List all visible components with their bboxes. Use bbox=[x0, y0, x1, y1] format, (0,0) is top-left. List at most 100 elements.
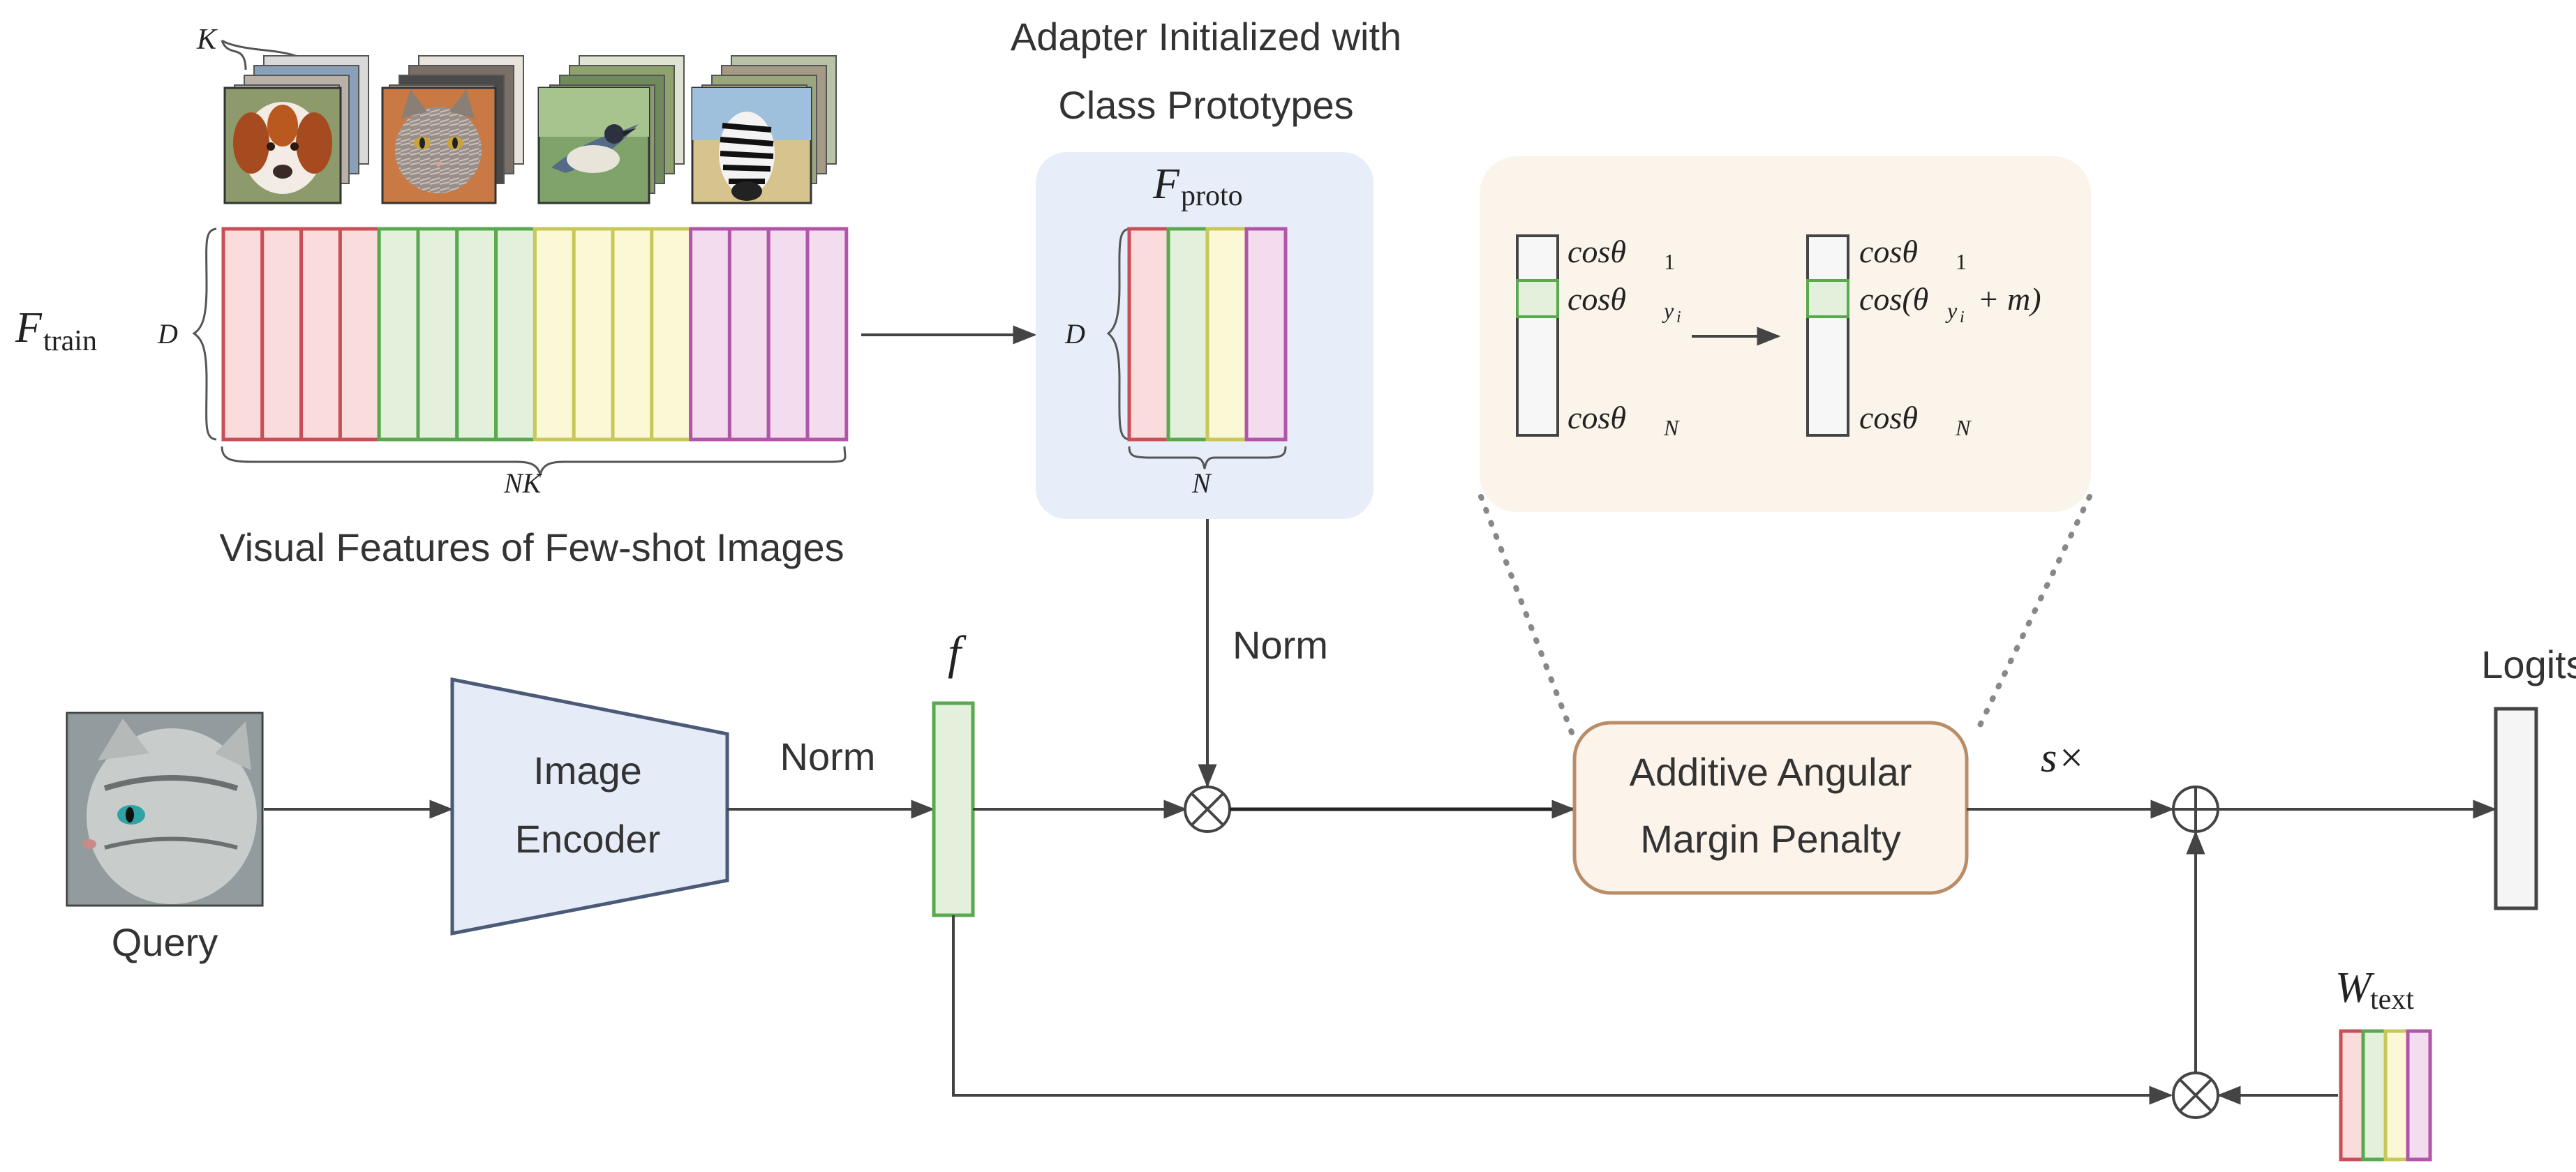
f-train-d-brace bbox=[192, 227, 217, 441]
margin-zoom-panel bbox=[1480, 156, 2091, 512]
f-train-column-class3-col3 bbox=[611, 227, 654, 442]
zoom-line-right bbox=[1974, 494, 2092, 735]
svg-text:train: train bbox=[43, 325, 97, 357]
f-train-column-class2-col1 bbox=[377, 227, 420, 442]
w-text-column-class3-col1 bbox=[2383, 1029, 2410, 1162]
f-train-column-class2-col3 bbox=[455, 227, 498, 442]
f-proto-column-class4-col1 bbox=[1244, 227, 1288, 442]
logits-label: Logits bbox=[2481, 643, 2576, 686]
svg-text:cosθ: cosθ bbox=[1859, 234, 1918, 269]
f-train-column-class3-col1 bbox=[533, 227, 576, 442]
query-image bbox=[66, 712, 264, 907]
norm-label-left: Norm bbox=[780, 735, 876, 779]
f-proto-d-label: D bbox=[1064, 318, 1085, 350]
svg-text:N: N bbox=[1955, 415, 1972, 440]
bird-image-stack bbox=[537, 55, 685, 204]
f-proto-matrix bbox=[1127, 227, 1288, 442]
dog-image-stack bbox=[223, 55, 369, 204]
f-train-feature-matrix bbox=[221, 227, 849, 442]
k-brace bbox=[221, 40, 247, 70]
multiply-operator-top bbox=[1184, 786, 1231, 833]
multiply-operator-bottom bbox=[2172, 1072, 2219, 1119]
f-proto-column-class2-col1 bbox=[1166, 227, 1209, 442]
f-train-column-class1-col1 bbox=[221, 227, 265, 442]
w-text-column-class4-col1 bbox=[2406, 1029, 2432, 1162]
scale-label: s× bbox=[2041, 735, 2085, 781]
f-train-column-class4-col3 bbox=[766, 227, 810, 442]
svg-text:+ m): + m) bbox=[1970, 281, 2041, 317]
adapter-title-line2: Class Prototypes bbox=[1058, 83, 1353, 127]
additive-angular-margin-penalty bbox=[1572, 721, 1969, 895]
nk-label: NK bbox=[503, 467, 543, 499]
text-weights-matrix bbox=[2339, 1029, 2432, 1162]
f-train-column-class3-col2 bbox=[572, 227, 615, 442]
query-feature-label: f bbox=[948, 626, 967, 679]
f-train-column-class4-col1 bbox=[689, 227, 731, 442]
svg-text:N: N bbox=[1663, 415, 1680, 440]
f-train-label: F train bbox=[15, 304, 97, 357]
f-train-column-class4-col2 bbox=[727, 227, 770, 442]
query-feature-vector bbox=[932, 701, 975, 917]
nk-brace bbox=[221, 446, 847, 479]
image-encoder-label-line2: Encoder bbox=[515, 817, 661, 861]
norm-label-top: Norm bbox=[1233, 623, 1328, 667]
f-train-column-class1-col4 bbox=[338, 227, 381, 442]
arrow-feature-to-text-multiply bbox=[952, 915, 2173, 1105]
w-text-column-class1-col1 bbox=[2339, 1029, 2365, 1162]
svg-text:W: W bbox=[2335, 964, 2375, 1012]
cos-theta-n-before: cosθ N bbox=[1568, 400, 1680, 440]
n-label: N bbox=[1191, 467, 1212, 499]
f-train-d-label: D bbox=[157, 318, 178, 350]
n-brace bbox=[1128, 446, 1287, 469]
image-encoder-label-line1: Image bbox=[533, 749, 642, 792]
svg-text:F: F bbox=[1152, 160, 1180, 208]
cos-theta-n-after: cosθ N bbox=[1859, 400, 1972, 440]
adapter-title-line1: Adapter Initialized with bbox=[1011, 15, 1401, 59]
svg-text:F: F bbox=[15, 304, 43, 352]
cos-theta-yi-plus-m: cos(θ y i + m) bbox=[1859, 281, 2041, 326]
svg-text:y: y bbox=[1945, 298, 1958, 323]
cos-theta-1-before: cosθ 1 bbox=[1568, 234, 1675, 274]
f-train-column-class2-col2 bbox=[416, 227, 459, 442]
f-train-column-class2-col4 bbox=[494, 227, 537, 442]
cat-image-stack bbox=[381, 55, 524, 204]
few-shot-images: K bbox=[196, 24, 837, 204]
f-train-column-class4-col4 bbox=[805, 227, 849, 442]
add-operator bbox=[2172, 786, 2219, 833]
svg-text:1: 1 bbox=[1664, 249, 1675, 274]
logits-vector bbox=[2494, 707, 2538, 910]
k-label: K bbox=[196, 24, 218, 56]
logit-bar-before bbox=[1516, 234, 1559, 437]
zoom-line-left bbox=[1478, 494, 1574, 735]
svg-text:1: 1 bbox=[1956, 249, 1967, 274]
w-text-column-class2-col1 bbox=[2361, 1029, 2388, 1162]
logit-bar-after bbox=[1806, 234, 1849, 437]
f-proto-column-class1-col1 bbox=[1127, 227, 1170, 442]
zebra-image-stack bbox=[691, 55, 837, 204]
svg-text:cosθ: cosθ bbox=[1568, 400, 1626, 435]
svg-text:cosθ: cosθ bbox=[1568, 281, 1626, 317]
cos-theta-1-after: cosθ 1 bbox=[1859, 234, 1967, 274]
svg-text:proto: proto bbox=[1181, 180, 1243, 212]
svg-text:cosθ: cosθ bbox=[1568, 234, 1626, 269]
query-label: Query bbox=[112, 920, 218, 964]
svg-text:text: text bbox=[2370, 984, 2414, 1016]
aamp-label-line2: Margin Penalty bbox=[1640, 817, 1901, 861]
svg-text:y: y bbox=[1662, 298, 1674, 323]
cos-theta-yi-before: cosθ y i bbox=[1568, 281, 1681, 326]
f-proto-d-brace bbox=[1106, 227, 1130, 441]
f-train-column-class1-col2 bbox=[260, 227, 304, 442]
image-encoder bbox=[450, 677, 729, 936]
svg-text:i: i bbox=[1676, 308, 1681, 326]
f-proto-column-class3-col1 bbox=[1205, 227, 1249, 442]
aamp-label-line1: Additive Angular bbox=[1630, 750, 1912, 794]
svg-text:cos(θ: cos(θ bbox=[1859, 281, 1928, 317]
w-text-label: W text bbox=[2335, 964, 2414, 1016]
svg-text:i: i bbox=[1960, 308, 1965, 326]
few-shot-caption: Visual Features of Few-shot Images bbox=[219, 525, 844, 569]
f-train-column-class1-col3 bbox=[299, 227, 342, 442]
svg-text:cosθ: cosθ bbox=[1859, 400, 1918, 435]
f-proto-label: F proto bbox=[1152, 160, 1243, 212]
f-train-column-class3-col4 bbox=[650, 227, 693, 442]
